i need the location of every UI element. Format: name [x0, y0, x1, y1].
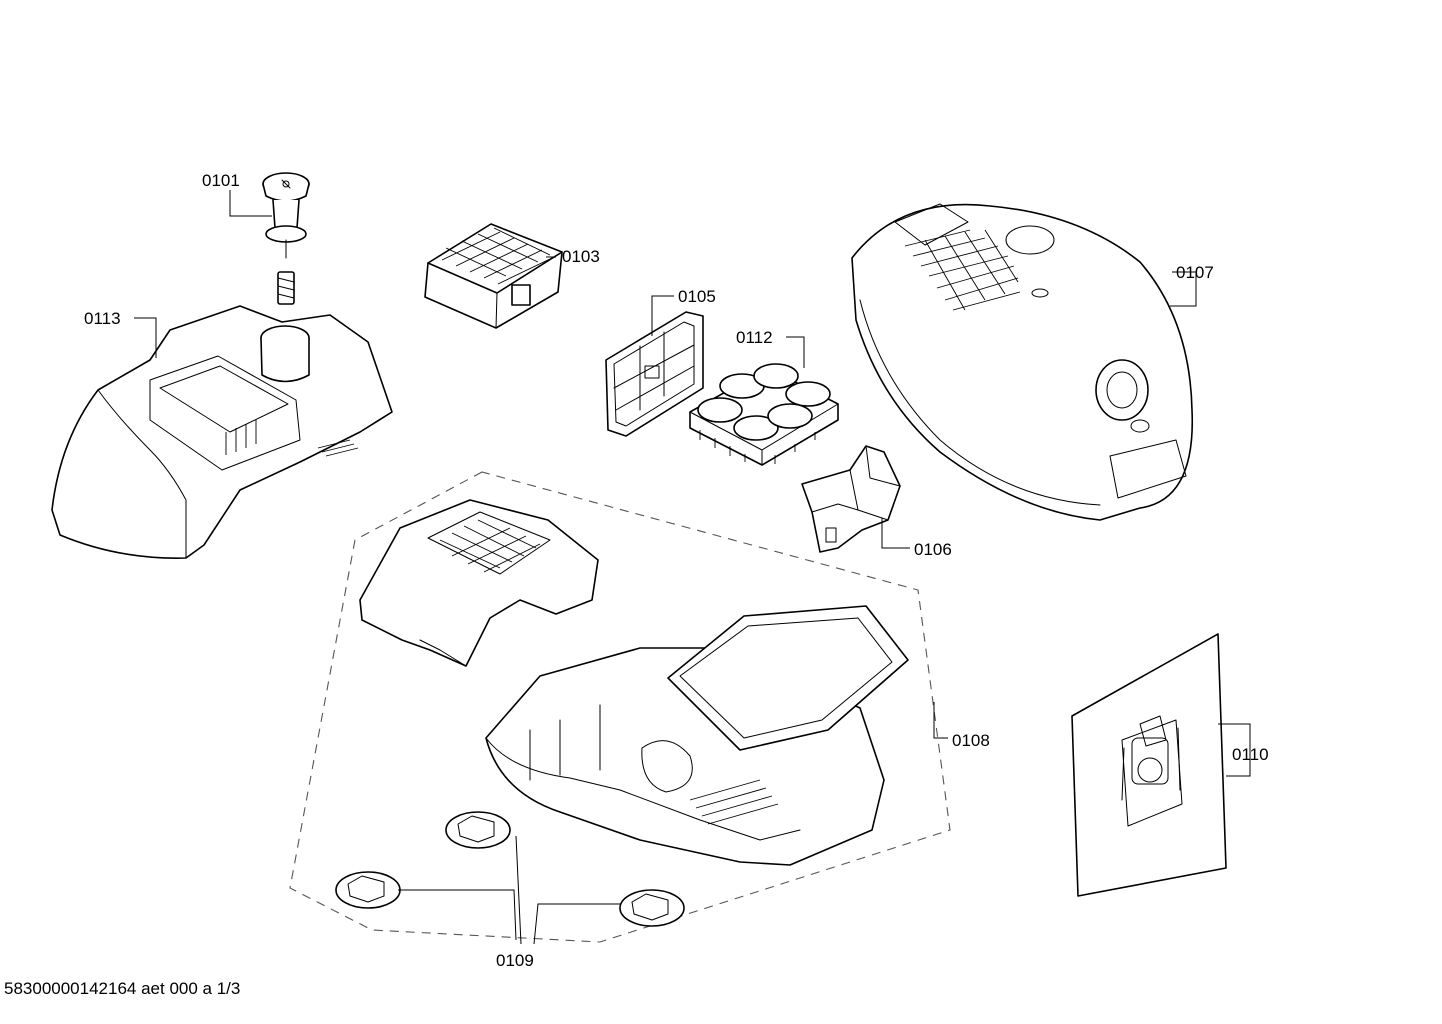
part-0101-knob-drawing — [262, 172, 310, 305]
label-0110: 0110 — [1232, 745, 1269, 764]
part-0107-cover-drawing — [851, 203, 1194, 521]
label-0108: 0108 — [952, 731, 990, 750]
wheel-3 — [619, 889, 685, 927]
part-0112-holder-drawing — [689, 363, 839, 466]
part-0105-grille-drawing — [605, 311, 704, 437]
wheel-2 — [335, 871, 401, 909]
part-0110-bag-drawing — [1071, 633, 1227, 897]
label-0107: 0107 — [1176, 263, 1214, 282]
part-0113-housing-drawing — [51, 305, 393, 559]
label-0103: 0103 — [562, 247, 600, 266]
label-0109: 0109 — [496, 951, 534, 970]
wheel-1 — [445, 811, 511, 849]
part-0108-base-drawing — [289, 471, 951, 943]
part-0109-wheels-drawing — [335, 811, 685, 927]
label-0112: 0112 — [736, 328, 773, 347]
part-0103-filter-drawing — [424, 223, 563, 329]
document-footer-code: 58300000142164 aet 000 a 1/3 — [4, 979, 241, 998]
label-0113: 0113 — [84, 309, 121, 328]
label-0101: 0101 — [202, 171, 240, 190]
label-0106: 0106 — [914, 540, 952, 559]
part-0106-clip-drawing — [801, 445, 901, 553]
label-0105: 0105 — [678, 287, 716, 306]
leader-lines — [134, 190, 1251, 945]
